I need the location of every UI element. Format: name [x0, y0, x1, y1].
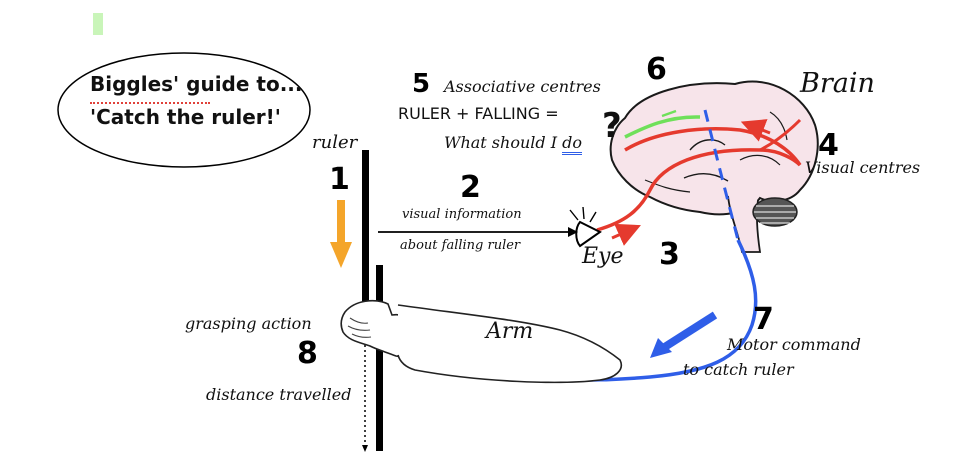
visual-info-line-2: about falling ruler — [400, 238, 521, 253]
motor-dashed-line — [703, 109, 740, 241]
association-path — [624, 115, 701, 139]
fall-arrow-shaft — [337, 200, 345, 245]
brain-fold-5 — [739, 154, 781, 166]
visual-centre-arrow — [740, 119, 771, 142]
eye-label: Eye — [582, 244, 624, 269]
spell-check-underline — [90, 96, 210, 104]
step-number-1: 1 — [329, 162, 350, 197]
fall-arrow-head — [330, 242, 352, 268]
question-mark: ? — [602, 106, 622, 146]
forearm — [397, 304, 622, 384]
falling-ruler — [362, 150, 369, 342]
step-number-4: 4 — [818, 128, 839, 163]
ruler-label: ruler — [312, 132, 358, 153]
brain-fold-4 — [769, 111, 788, 141]
title-line-1: Biggles' guide to... — [90, 72, 303, 96]
distance-travelled-label: distance travelled — [206, 385, 352, 404]
motor-arrow-head — [650, 338, 672, 358]
what-should-i-text: What should I do — [444, 133, 582, 155]
association-arrow — [661, 109, 677, 118]
associative-centres-label: Associative centres — [444, 77, 601, 96]
brain-fold-3 — [644, 179, 691, 193]
step-number-3: 3 — [659, 237, 680, 272]
eye-to-brain-arrow — [611, 223, 641, 246]
brain-label: Brain — [800, 68, 875, 99]
title-line-2: 'Catch the ruler!' — [90, 105, 281, 129]
visual-centres-label: Visual centres — [805, 158, 921, 177]
title-bubble-outline — [57, 52, 311, 168]
motor-arrow — [657, 311, 718, 354]
step-number-7: 7 — [753, 302, 774, 337]
brain-fold-2 — [683, 173, 729, 182]
what-should-i-words: What should I — [444, 133, 563, 152]
motor-command-line-2: to catch ruler — [683, 360, 794, 379]
step-number-2: 2 — [460, 170, 481, 205]
corner-mark — [93, 13, 103, 35]
eye-icon — [575, 220, 602, 248]
arm-label: Arm — [486, 319, 534, 344]
visual-info-arrow-head — [568, 227, 578, 237]
caught-ruler — [376, 265, 383, 451]
distance-arrow-head — [362, 445, 368, 452]
visual-info-line-1: visual information — [402, 207, 522, 222]
eye-lashes — [569, 206, 597, 223]
brain-fold-1 — [689, 139, 726, 151]
finger-lines — [347, 317, 372, 338]
grasping-action-label: grasping action — [185, 314, 312, 333]
what-should-do-word: do — [562, 133, 582, 155]
cerebellum-lines — [754, 205, 796, 224]
brain-stem — [727, 195, 762, 253]
ruler-falling-text: RULER + FALLING = — [398, 104, 559, 123]
visual-pathway — [596, 127, 802, 232]
step-number-5: 5 — [412, 69, 431, 99]
brain-outline — [609, 80, 819, 216]
step-number-6: 6 — [646, 52, 667, 87]
visual-pathway-branch — [759, 118, 802, 152]
step-number-8: 8 — [297, 336, 318, 371]
motor-command-line-1: Motor command — [727, 335, 861, 354]
